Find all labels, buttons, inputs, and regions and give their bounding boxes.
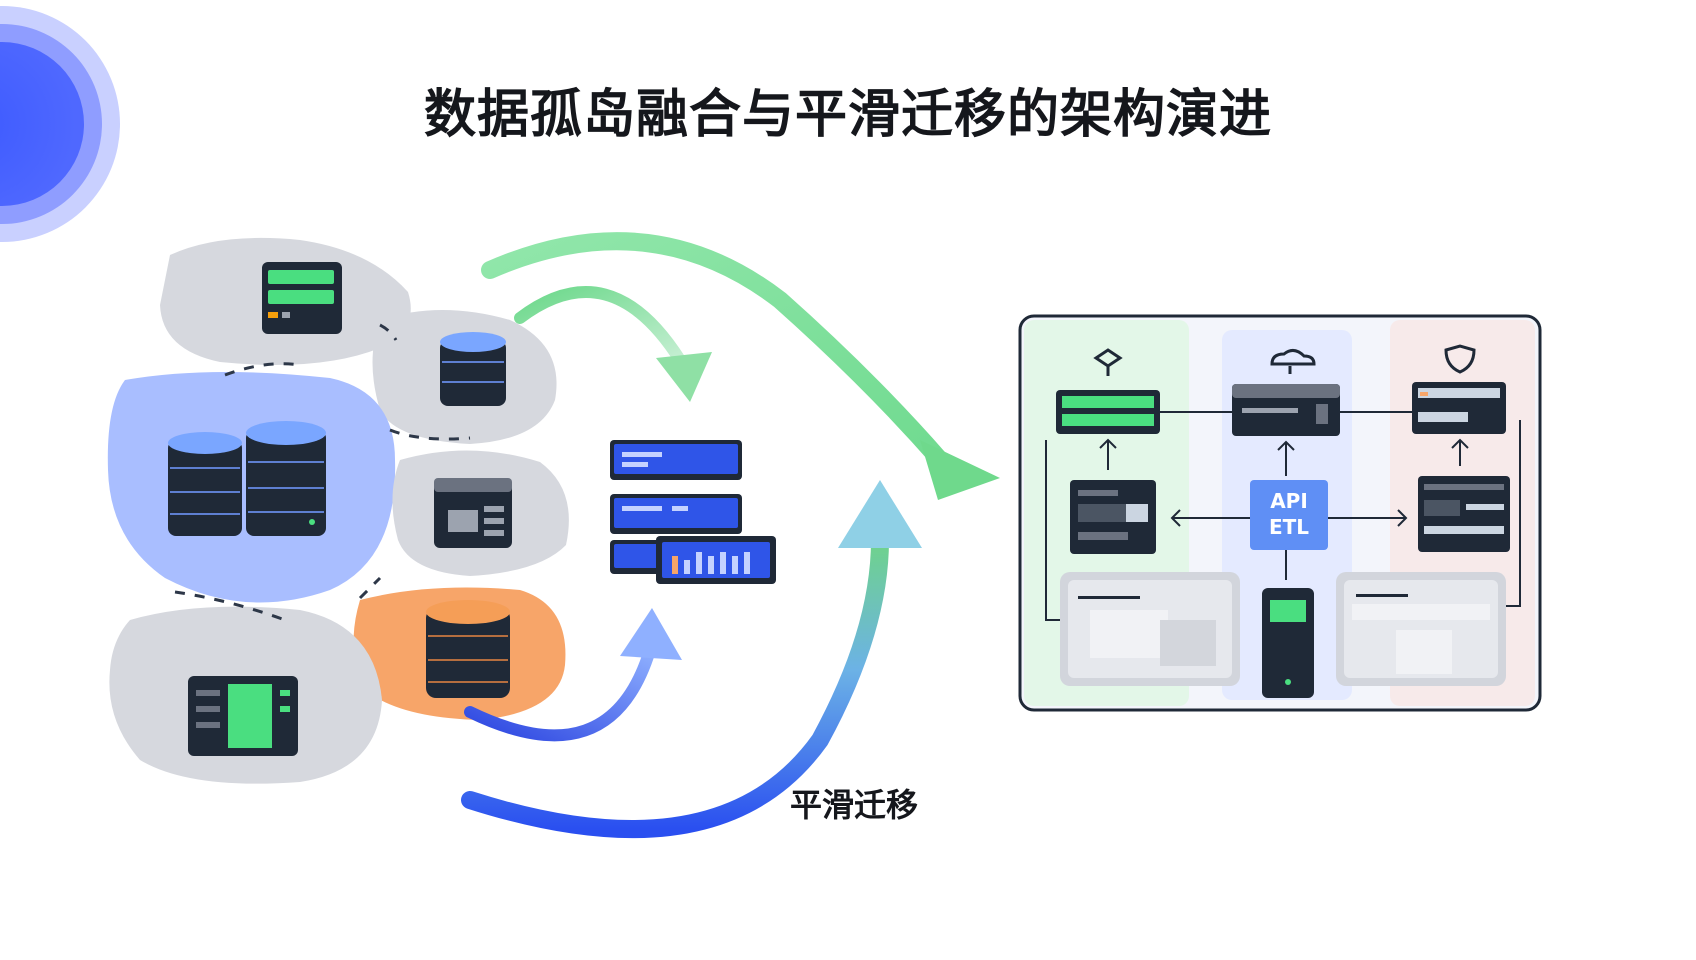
panel-icon — [610, 494, 742, 534]
target-server-tower — [1262, 588, 1314, 698]
target-architecture-panel: API ETL — [1018, 314, 1542, 712]
target-node-1 — [1056, 390, 1160, 434]
shield-icon — [1444, 344, 1476, 374]
integration-hub: API ETL — [1250, 480, 1328, 550]
small-green-arrow — [514, 286, 686, 366]
migration-arrows — [461, 232, 1000, 839]
database-icon — [440, 332, 506, 406]
silo-island-large — [107, 371, 396, 603]
migration-label: 平滑迁移 — [790, 786, 919, 824]
orange-database-icon — [426, 600, 510, 698]
decorative-orb — [0, 6, 120, 242]
silo-island-orange — [353, 587, 566, 720]
network-icon — [1093, 348, 1123, 376]
chart-panel-icon — [610, 536, 776, 584]
silo-island-top — [160, 237, 411, 365]
target-node-3 — [1412, 382, 1506, 434]
target-connectors — [1045, 411, 1521, 621]
page-title: 数据孤岛融合与平滑迁移的架构演进 — [423, 85, 1272, 145]
hub-api-label: API — [1270, 489, 1308, 513]
target-node-2 — [1232, 384, 1340, 436]
storage-box-icon — [434, 478, 512, 548]
hub-etl-label: ETL — [1269, 515, 1309, 539]
green-top-arrow — [481, 232, 949, 469]
silo-island-db — [372, 310, 557, 444]
target-bottom-right — [1336, 572, 1506, 686]
green-server-icon — [188, 676, 298, 756]
target-node-4 — [1070, 480, 1156, 554]
big-migration-arrow — [461, 531, 889, 839]
integration-layer — [610, 440, 776, 584]
silo-island-mid — [392, 450, 569, 576]
double-database-icon — [168, 421, 326, 536]
island-connectors — [174, 323, 471, 622]
target-bottom-left — [1060, 572, 1240, 686]
small-blue-arrow — [464, 644, 656, 742]
cloud-icon — [1270, 349, 1316, 374]
silo-island-bottom — [109, 606, 382, 784]
server-rack-icon — [262, 262, 342, 334]
panel-icon — [610, 440, 742, 480]
target-node-5 — [1418, 476, 1510, 552]
